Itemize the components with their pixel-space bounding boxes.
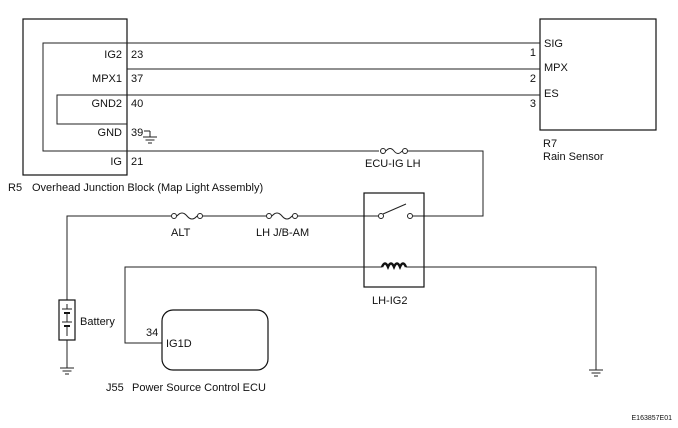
battery-label: Battery xyxy=(80,316,115,328)
relay-label: LH-IG2 xyxy=(372,295,407,307)
rain-sensor-ref: R7 xyxy=(543,138,557,150)
ecu-ref: J55 xyxy=(106,382,124,394)
signal-wires xyxy=(127,42,540,96)
ecu-outline xyxy=(161,309,269,371)
relay-coil-icon xyxy=(380,262,408,271)
battery-icon xyxy=(62,304,72,336)
fuse-ecu-ig-lh-icon xyxy=(385,148,403,154)
relay-coil-wiring xyxy=(124,266,597,370)
fuse-ecu-ig-lh-label: ECU-IG LH xyxy=(365,158,421,170)
jb-pin-label-gnd2: GND2 xyxy=(91,98,122,110)
battery-feed-wire: ALT LH J/B-AM xyxy=(66,212,378,300)
fuse-terminal-icon xyxy=(380,148,386,154)
jb-pin-num-40: 40 xyxy=(131,98,143,110)
junction-block: R5 Overhead Junction Block (Map Light As… xyxy=(8,18,263,194)
fuse-alt-label: ALT xyxy=(171,227,191,239)
rs-pin-label-mpx: MPX xyxy=(544,62,569,74)
rain-sensor-outline xyxy=(539,18,657,131)
jb-pin-label-mpx1: MPX1 xyxy=(92,73,122,85)
fuse-alt-icon xyxy=(176,212,198,220)
relay-lh-ig2: LH-IG2 xyxy=(363,192,425,307)
rs-pin-num-3: 3 xyxy=(530,98,536,110)
junction-block-ref: R5 xyxy=(8,182,22,194)
fuse-lh-jb-am-icon xyxy=(271,212,293,220)
ecu-name: Power Source Control ECU xyxy=(132,382,266,394)
jb-pin-label-ig2: IG2 xyxy=(104,49,122,61)
fuse-terminal-icon xyxy=(266,213,272,219)
jb-pin-num-23: 23 xyxy=(131,49,143,61)
rain-sensor-name: Rain Sensor xyxy=(543,151,604,163)
ground-icon xyxy=(589,369,603,377)
junction-block-internal-wiring xyxy=(42,42,127,152)
junction-block-name: Overhead Junction Block (Map Light Assem… xyxy=(32,182,263,194)
ground-icon xyxy=(60,367,74,375)
junction-block-outline xyxy=(22,18,128,176)
jb-pin-num-37: 37 xyxy=(131,73,143,85)
fuse-terminal-icon xyxy=(292,213,298,219)
relay-contact-icon xyxy=(378,213,384,219)
wire-gnd2-gnd-internal xyxy=(56,94,127,125)
ground-icon xyxy=(143,130,157,144)
fuse-terminal-icon xyxy=(197,213,203,219)
figure-code: E163857E01 xyxy=(632,415,673,422)
wire-coil-to-ground xyxy=(406,266,597,370)
fuse-terminal-icon xyxy=(402,148,408,154)
jb-pin-num-21: 21 xyxy=(131,156,143,168)
fuse-terminal-icon xyxy=(171,213,177,219)
relay-switch-icon xyxy=(382,203,407,215)
rs-pin-num-1: 1 xyxy=(530,47,536,59)
jb-pin-num-39: 39 xyxy=(131,127,143,139)
ecu-pin-label: IG1D xyxy=(166,338,192,350)
power-source-ecu: IG1D 34 J55 Power Source Control ECU xyxy=(106,309,269,394)
jb-pin-label-gnd: GND xyxy=(98,127,123,139)
ig-feed-wire: ECU-IG LH xyxy=(127,148,484,217)
rain-sensor: R7 Rain Sensor SIG 1 MPX 2 ES 3 xyxy=(530,18,657,163)
rs-pin-label-sig: SIG xyxy=(544,38,563,50)
jb-pin-label-ig: IG xyxy=(110,156,122,168)
battery: Battery xyxy=(58,299,115,368)
rs-pin-num-2: 2 xyxy=(530,73,536,85)
wire-ig2-ig-internal xyxy=(42,42,127,152)
ecu-pin-num: 34 xyxy=(146,327,158,339)
rs-pin-label-es: ES xyxy=(544,88,559,100)
relay-contact-icon xyxy=(407,213,413,219)
relay-outline xyxy=(363,192,425,288)
wire-coil-to-ecu xyxy=(124,266,382,344)
fuse-lh-jb-am-label: LH J/B-AM xyxy=(256,227,309,239)
